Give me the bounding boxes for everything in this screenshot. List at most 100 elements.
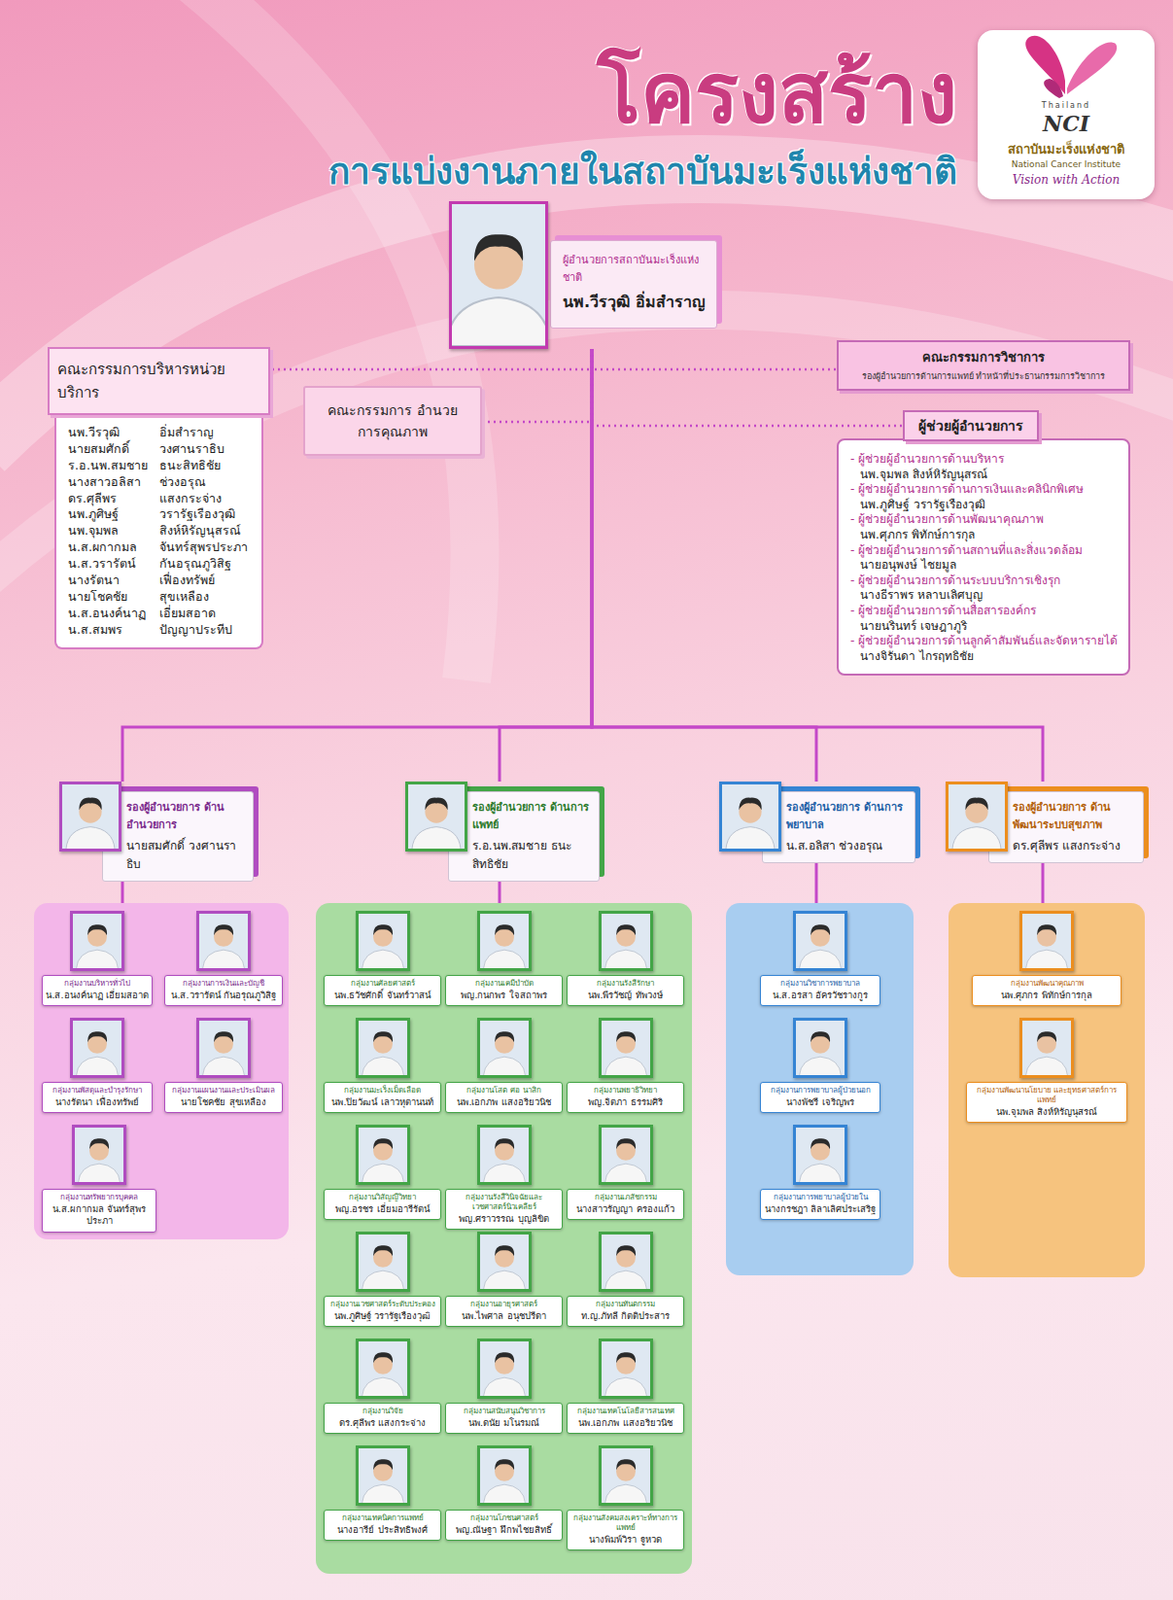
uniform-shape [604,1163,647,1182]
portrait-photo [1019,1017,1074,1078]
position-title: รองผู้อำนวยการ ด้านอำนวยการ [126,797,247,833]
person-name: นพ.จุมพล สิงห์หิรัญนุสรณ์ [969,1105,1124,1118]
hair-shape [89,1138,109,1149]
unit-card: กลุ่มงานศัลยศาสตร์นพ.ธวัชศักดิ์ จันทร์วา… [323,910,442,1006]
page-title: โครงสร้าง [524,50,958,137]
butterfly-wing [1043,78,1064,99]
photo-ground [358,1234,408,1289]
committee-box: คณะกรรมการวิชาการรองผู้อำนวยการด้านการแพ… [836,340,1131,391]
deputy-card-face: รองผู้อำนวยการ ด้านการพยาบาลน.ส.อลิสา ช่… [761,791,916,863]
portrait-illustration [601,1448,651,1503]
committee-title: คณะกรรมการ อำนวยการคุณภาพ [322,399,463,443]
portrait-illustration [795,913,845,968]
portrait-photo [196,910,251,971]
uniform-shape [451,297,546,346]
portrait-illustration [358,1234,408,1289]
unit-card: กลุ่มงานเทคโนโลยีสารสนเทศนพ.เอกภพ แสงอริ… [566,1338,685,1434]
photo-ground [1022,1020,1071,1075]
butterfly-logo [977,30,1155,108]
uniform-shape [75,1056,118,1075]
portrait-illustration [601,1020,651,1075]
unit-card: กลุ่มงานการพยาบาลผู้ป่วยนอกนางพัชรี เจริ… [759,1017,881,1113]
hair-shape [373,1458,393,1470]
deputy-card-face: รองผู้อำนวยการ ด้านการแพทย์ร.อ.นพ.สมชาย … [448,791,600,882]
photo-ground [480,1127,529,1182]
unit-name: กลุ่มงานโภชนศาสตร์ [448,1513,559,1523]
portrait-illustration [62,784,119,849]
unit-caption-box: กลุ่มงานการพยาบาลผู้ป่วยนอกนางพัชรี เจริ… [759,1081,881,1113]
hair-shape [87,1031,107,1042]
portrait-photo [477,1231,532,1292]
member-name: นางสาวอลิสา [68,474,148,491]
member-name: ดร.ศุลีพร [68,490,148,508]
uniform-shape [202,1056,244,1075]
org-line [498,881,502,903]
uniform-shape [604,1270,647,1289]
person-name: ดร.ศุลีพร แสงกระจ่าง [1012,835,1138,855]
uniform-shape [1025,949,1068,968]
hair-shape [1036,1031,1057,1042]
uniform-shape [361,1163,404,1182]
person-name: นพ.เอกภพ แสงอริยวนิช [570,1416,681,1429]
unit-caption-box: กลุ่มงานการเงินและบัญชีน.ส.วรารัตน์ กันอ… [164,974,283,1006]
hair-shape [965,797,988,811]
position-title: รองผู้อำนวยการ ด้านการแพทย์ [472,797,593,833]
photo-ground [480,1020,529,1075]
unit-card: กลุ่มงานสนับสนุนวิชาการนพ.ดนัย มโนรมณ์ [445,1338,563,1434]
logo-text: Vision with Action [977,172,1155,187]
unit-name: กลุ่มงานสังคมสงเคราะห์ทางการแพทย์ [570,1513,681,1533]
unit-name: กลุ่มงานพยาธิวิทยา [570,1085,681,1096]
photo-ground [72,913,122,968]
deputy-card: รองผู้อำนวยการ ด้านการพยาบาลน.ส.อลิสา ช่… [719,781,916,863]
person-name: พญ.ณัษฐา ฝึกพไชยสิทธิ์ [448,1523,559,1536]
division-panel: กลุ่มงานพัฒนาคุณภาพนพ.ศุภกร พิทักษ์การกุ… [948,902,1145,1277]
division-panel: กลุ่มงานศัลยศาสตร์นพ.ธวัชศักดิ์ จันทร์วา… [315,902,692,1574]
unit-card: กลุ่มงานการเงินและบัญชีน.ส.วรารัตน์ กันอ… [164,910,283,1006]
photo-ground [358,1448,408,1503]
uniform-shape [1025,1056,1068,1075]
member-name: นพ.จุมพล [68,522,148,540]
unit-name: กลุ่มงานศัลยศาสตร์ [327,978,438,989]
unit-caption-box: กลุ่มงานโสต ศอ นาสิกนพ.เอกภพ แสงอริยวนิช [445,1081,563,1113]
photo-ground [601,1448,651,1503]
person-name: นางกรชฎา ลิลาเลิศประเสริฐ [763,1203,877,1215]
member-name: จันทร์สุพรประภา [159,539,248,556]
hair-shape [810,1031,830,1042]
portrait-illustration [72,913,122,968]
unit-name: กลุ่มงานพัฒนานโยบาย และยุทธศาสตร์การแพทย… [969,1085,1124,1105]
unit-card: กลุ่มงานเทคนิคการแพทย์นางอารีย์ ประสิทธิ… [323,1445,442,1541]
uniform-shape [483,1483,525,1503]
org-line [815,862,819,903]
portrait-illustration [358,1020,408,1075]
photo-ground [358,1020,408,1075]
unit-card: กลุ่มงานพัฒนาคุณภาพนพ.ศุภกร พิทักษ์การกุ… [971,910,1122,1006]
unit-card: กลุ่มงานมะเร็งเม็ดเลือดนพ.ปิยวัฒน์ เลาวห… [323,1017,442,1113]
person-name: นายนรินทร์ เจษฎาภูริ [850,619,1121,635]
division-panel: กลุ่มงานบริหารทั่วไปน.ส.อนงค์นาฏ เอี่ยมส… [34,902,289,1240]
hair-shape [1036,924,1057,935]
deputy-card: รองผู้อำนวยการ ด้านพัฒนาระบบสุขภาพดร.ศุล… [945,781,1144,863]
unit-name: กลุ่มงานวิสัญญีวิทยา [327,1192,438,1203]
photo-ground [480,1448,529,1503]
photo-ground [199,913,248,968]
uniform-shape [412,827,461,849]
uniform-shape [361,1483,404,1503]
unit-caption-box: กลุ่มงานพัฒนานโยบาย และยุทธศาสตร์การแพทย… [966,1081,1128,1123]
person-name: น.ส.ผกากมล จันทร์สุพรประภา [45,1203,153,1228]
photo-ground [480,1234,529,1289]
committee-box: คณะกรรมการ อำนวยการคุณภาพ [303,385,483,456]
uniform-shape [202,949,244,968]
portrait-illustration [1022,1020,1071,1075]
portrait-illustration [358,1448,408,1503]
person-name: นางสาวรัญญา ครองแก้ว [570,1203,681,1215]
portrait-illustration [948,784,1005,849]
portrait-photo [598,1338,654,1399]
unit-caption-box: กลุ่มงานมะเร็งเม็ดเลือดนพ.ปิยวัฒน์ เลาวห… [323,1081,442,1113]
assistant-role: - ผู้ช่วยผู้อำนวยการด้านพัฒนาคุณภาพ [850,512,1121,528]
unit-caption-box: กลุ่มงานสนับสนุนวิชาการนพ.ดนัย มโนรมณ์ [445,1402,563,1434]
hair-shape [87,924,107,935]
deputy-card: รองผู้อำนวยการ ด้านอำนวยการนายสมศักดิ์ ว… [59,781,254,882]
unit-card: กลุ่มงานรังสีรักษานพ.พีรวัชญ์ ทัพวงษ์ [566,910,685,1006]
portrait-photo [355,1124,411,1185]
uniform-shape [952,827,1001,849]
